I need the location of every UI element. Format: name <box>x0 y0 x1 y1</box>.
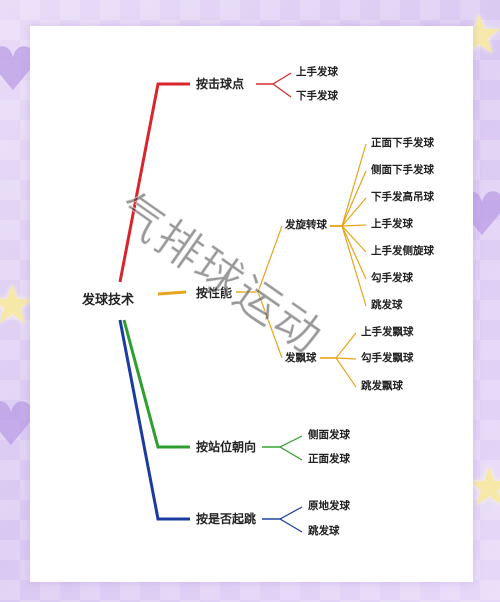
leaf-node: 侧面发球 <box>308 429 350 441</box>
branch-hit-point: 按击球点 <box>196 77 245 91</box>
connector-jump <box>118 319 190 521</box>
mind-map-card <box>30 26 473 582</box>
leaf-node: 正面下手发球 <box>371 137 434 149</box>
branch-jump: 按是否起跳 <box>196 512 257 526</box>
branch-performance: 按性能 <box>196 286 233 300</box>
connector-hit-point <box>118 82 190 283</box>
leaf-node: 上手发侧旋球 <box>371 245 434 257</box>
connectors-hit-point-children <box>256 72 292 98</box>
connector-stance <box>122 319 190 449</box>
connectors-performance-children <box>236 143 367 388</box>
branch-spin: 发旋转球 <box>285 219 327 231</box>
leaf-node: 侧面下手发球 <box>371 164 434 176</box>
root-node: 发球技术 <box>82 293 135 308</box>
leaf-node: 正面发球 <box>308 453 350 465</box>
leaf-node: 勾手发飘球 <box>361 352 414 364</box>
leaf-node: 上手发球 <box>296 66 338 78</box>
leaf-node: 原地发球 <box>308 500 350 512</box>
leaf-node: 勾手发球 <box>371 272 413 284</box>
leaf-node: 上手发飘球 <box>361 326 414 338</box>
connector-performance <box>157 290 187 296</box>
leaf-node: 下手发高吊球 <box>371 191 434 203</box>
branch-float: 发飘球 <box>285 352 317 364</box>
connectors-stance-children <box>262 435 303 461</box>
leaf-node: 跳发飘球 <box>361 380 403 392</box>
connectors-jump-children <box>262 506 303 533</box>
leaf-node: 跳发球 <box>308 525 340 537</box>
leaf-node: 下手发球 <box>296 90 338 102</box>
leaf-node: 跳发球 <box>371 299 403 311</box>
branch-stance: 按站位朝向 <box>196 440 257 454</box>
leaf-node: 上手发球 <box>371 218 413 230</box>
